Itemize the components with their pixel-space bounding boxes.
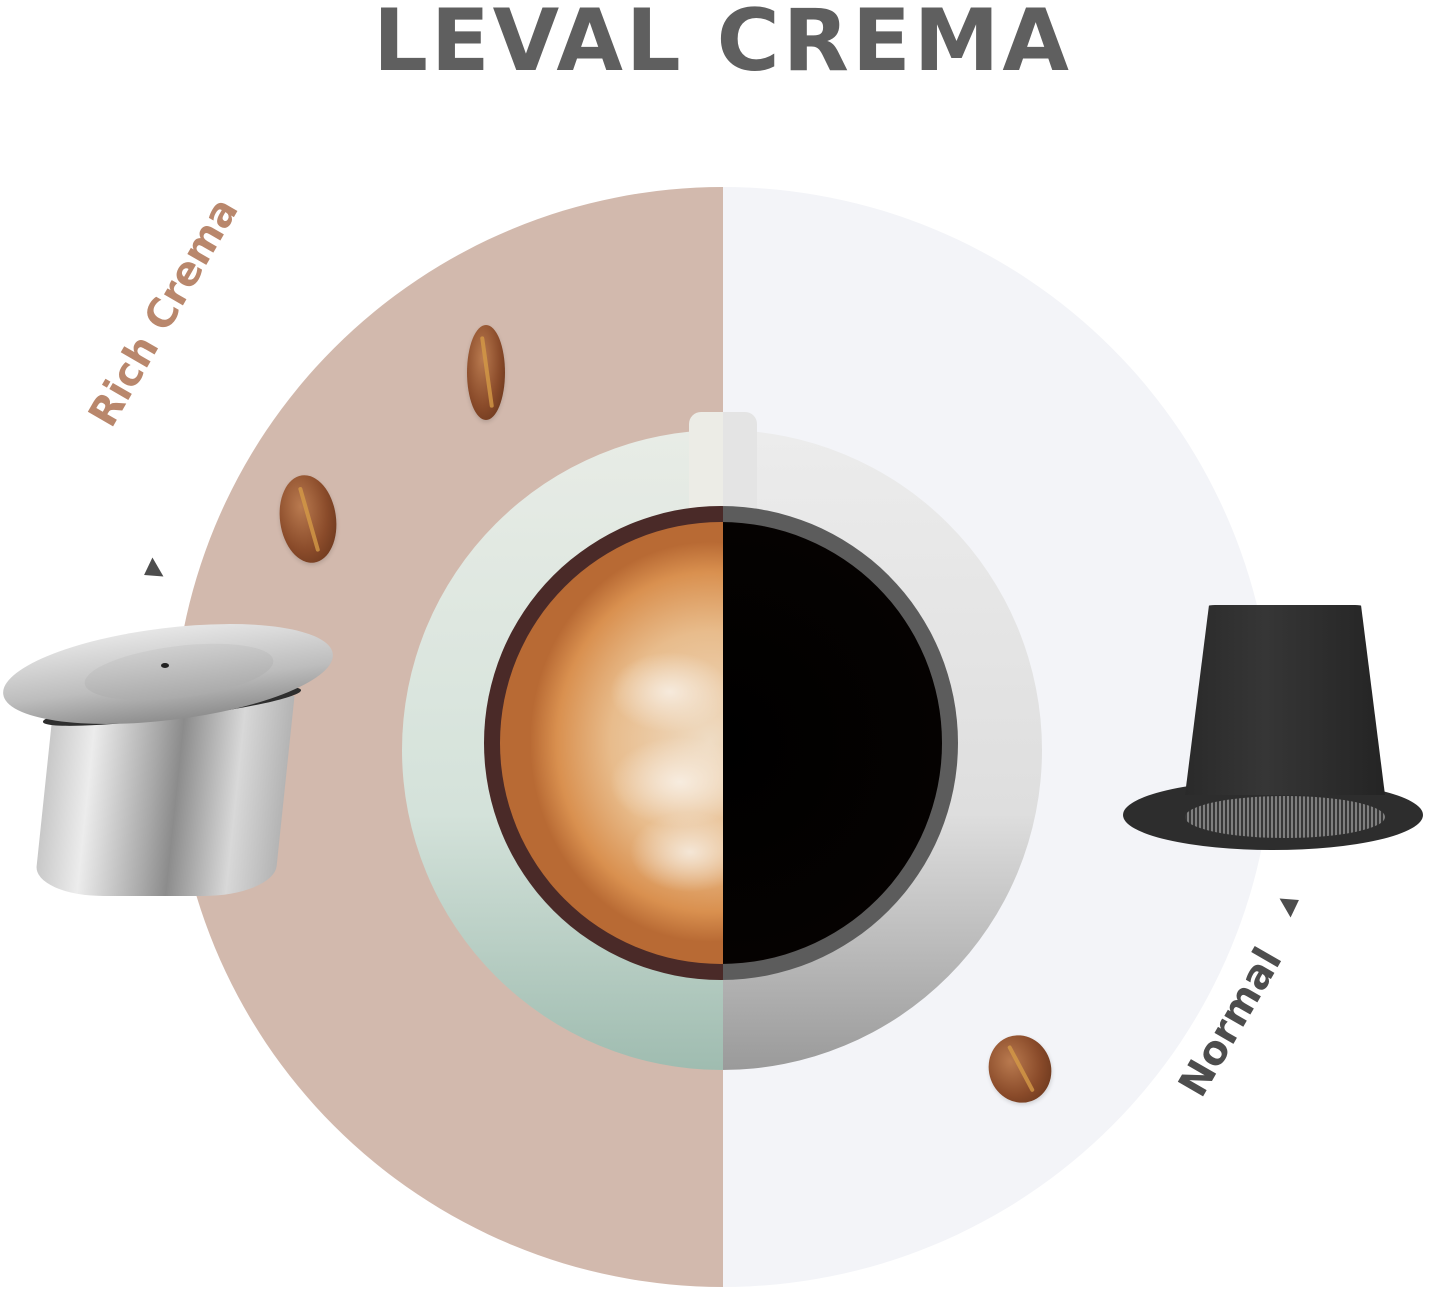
coffee-bean-icon bbox=[467, 325, 505, 420]
capsule-body bbox=[33, 696, 295, 896]
page-title: LEVAL CREMA bbox=[373, 0, 1072, 91]
cup-handle-left bbox=[689, 412, 723, 524]
capsule-hole bbox=[161, 663, 169, 668]
triangle-left-icon bbox=[138, 557, 164, 585]
triangle-right-icon bbox=[1279, 890, 1305, 918]
black-coffee bbox=[723, 522, 942, 964]
stainless-capsule-image bbox=[0, 606, 339, 904]
black-capsule-image bbox=[1115, 590, 1445, 850]
capsule-filter bbox=[1185, 796, 1385, 838]
crema-foam bbox=[500, 522, 723, 964]
coffee-surface bbox=[500, 522, 942, 964]
cup-handle-right bbox=[723, 412, 757, 524]
capsule-body bbox=[1185, 605, 1385, 795]
